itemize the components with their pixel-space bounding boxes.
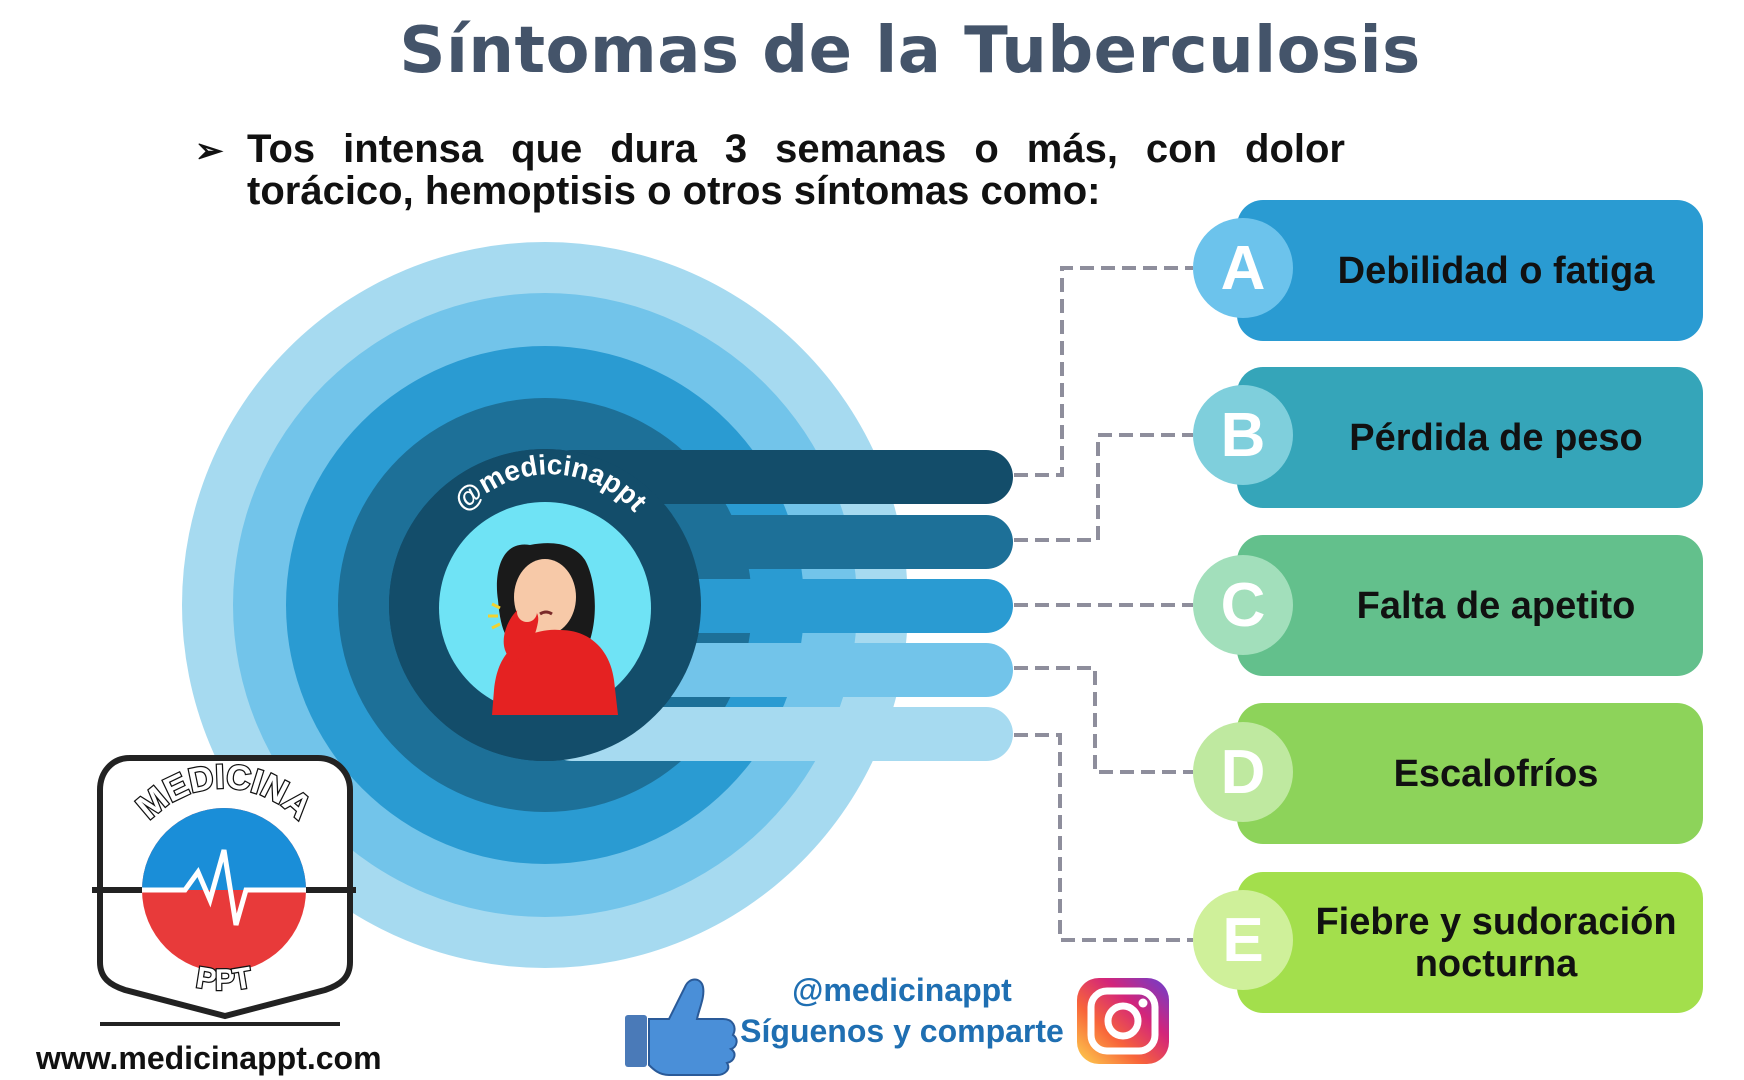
- connector-d: [1014, 666, 1193, 774]
- thumbs-up-icon: [625, 978, 738, 1076]
- arm-1: [545, 450, 1013, 504]
- intro-text: Tos intensa que dura 3 semanas o más, co…: [247, 127, 1345, 213]
- arm-5: [545, 707, 1013, 761]
- svg-text:PPT: PPT: [194, 961, 254, 997]
- symptom-card-a: Debilidad o fatiga: [1237, 200, 1703, 341]
- connector-e: [1014, 733, 1193, 942]
- instagram-icon: [1077, 978, 1169, 1064]
- symptom-letter-c: C: [1193, 555, 1293, 655]
- symptom-label-e: Fiebre y sudoración nocturna: [1315, 900, 1677, 985]
- symptom-letter-a: A: [1193, 218, 1293, 318]
- symptom-card-b: Pérdida de peso: [1237, 367, 1703, 508]
- website-link[interactable]: www.medicinappt.com: [36, 1040, 382, 1076]
- symptom-card-c: Falta de apetito: [1237, 535, 1703, 676]
- heartbeat-icon: [142, 849, 306, 926]
- social-cta: Síguenos y comparte: [740, 1013, 1064, 1049]
- logo-underline: [100, 1022, 340, 1026]
- connector-b: [1014, 433, 1193, 542]
- symptom-label-d: Escalofríos: [1393, 752, 1599, 795]
- social-handle[interactable]: @medicinappt: [792, 972, 1012, 1008]
- symptom-letter-e: E: [1193, 890, 1293, 990]
- connector-a: [1014, 266, 1193, 477]
- coughing-woman-icon: [488, 543, 618, 715]
- medicina-ppt-logo: MEDICINA PPT: [92, 755, 356, 1020]
- symptom-card-d: Escalofríos: [1237, 703, 1703, 844]
- arrow-bullet-icon: ➢: [195, 132, 224, 170]
- symptom-letter-d: D: [1193, 722, 1293, 822]
- page-title: Síntomas de la Tuberculosis: [399, 14, 1421, 88]
- symptom-label-b: Pérdida de peso: [1349, 416, 1643, 459]
- symptom-card-e: Fiebre y sudoración nocturna: [1237, 872, 1703, 1013]
- symptom-label-c: Falta de apetito: [1356, 584, 1636, 627]
- symptom-label-a: Debilidad o fatiga: [1337, 249, 1655, 292]
- intro-bullet: ➢ Tos intensa que dura 3 semanas o más, …: [195, 128, 1345, 212]
- symptom-letter-b: B: [1193, 385, 1293, 485]
